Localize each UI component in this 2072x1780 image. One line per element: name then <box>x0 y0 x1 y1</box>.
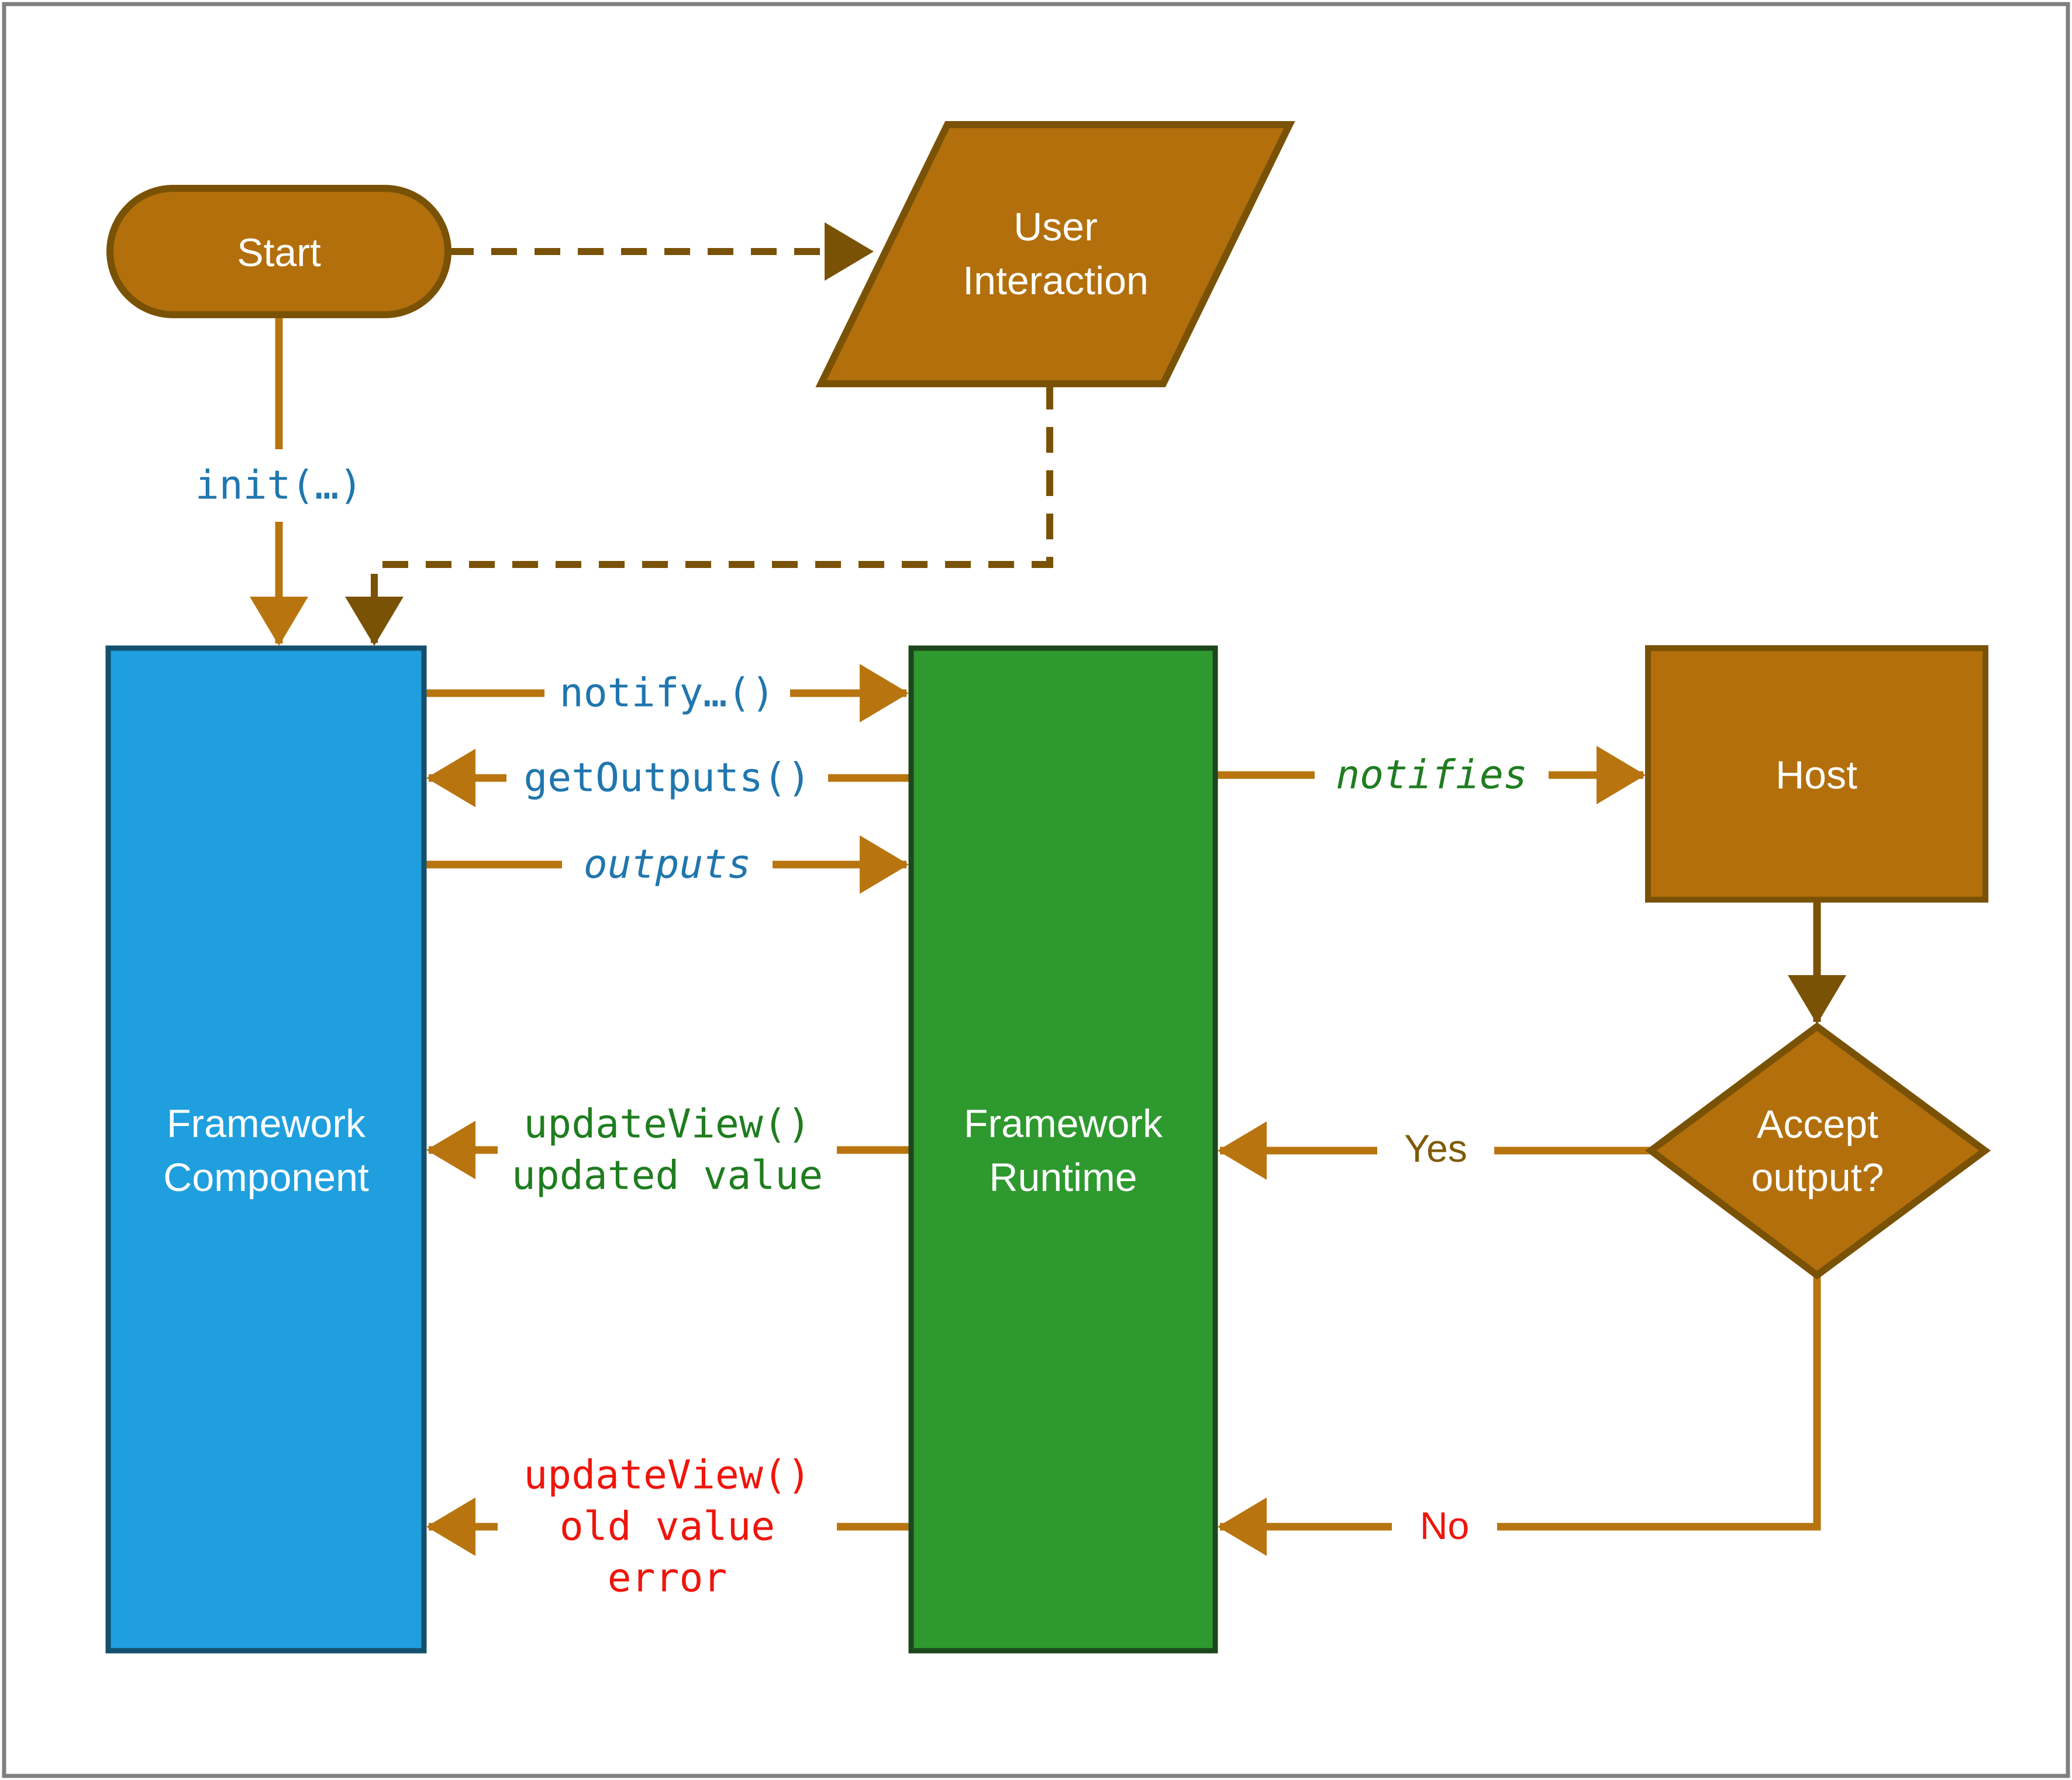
user-interaction-node <box>815 121 1295 387</box>
accept-output-decision-node <box>1645 1022 1991 1280</box>
notify-label: notify…() <box>560 670 775 717</box>
update-view-error-label-bg <box>498 1436 837 1617</box>
framework-runtime-label-line1: Framework <box>964 1101 1163 1146</box>
yes-label-bg <box>1377 1111 1494 1187</box>
update-view-ok-label-bg <box>498 1085 837 1215</box>
framework-runtime-node <box>908 645 1218 1654</box>
accept-output-label-line2: output? <box>1752 1155 1884 1200</box>
framework-component-label-line1: Framework <box>167 1101 366 1146</box>
init-label: init(…) <box>195 463 363 509</box>
start-node-label: Start <box>237 230 321 275</box>
start-node <box>106 185 451 318</box>
get-outputs-label: getOutputs() <box>523 755 811 801</box>
user-interaction-label-line1: User <box>1013 205 1098 249</box>
framework-runtime-label-line2: Runtime <box>989 1155 1137 1200</box>
notifies-label: notifies <box>1336 752 1528 798</box>
outputs-label-bg <box>562 828 773 901</box>
no-label-bg <box>1392 1489 1497 1565</box>
notifies-label-bg <box>1315 739 1549 811</box>
yes-label: Yes <box>1404 1127 1467 1170</box>
outputs-label: outputs <box>584 842 751 888</box>
update-view-error-label-line3: error <box>608 1555 728 1602</box>
user-interaction-to-component-arrow <box>345 384 1053 646</box>
update-view-ok-label-line2: updated value <box>512 1153 823 1199</box>
user-interaction-label-line2: Interaction <box>963 259 1149 303</box>
accept-output-label-line1: Accept <box>1757 1102 1878 1147</box>
framework-component-node <box>105 645 427 1654</box>
host-node <box>1645 645 1988 903</box>
no-label: No <box>1420 1504 1469 1547</box>
get-outputs-label-bg <box>506 742 828 814</box>
update-view-error-label-line2: old value <box>560 1504 775 1550</box>
host-node-label: Host <box>1775 753 1857 797</box>
framework-component-label-line2: Component <box>163 1155 369 1200</box>
update-view-error-label-line1: updateView() <box>523 1452 811 1499</box>
init-label-bg <box>168 449 390 522</box>
notify-label-bg <box>544 657 790 729</box>
update-view-ok-label-line1: updateView() <box>523 1101 811 1148</box>
